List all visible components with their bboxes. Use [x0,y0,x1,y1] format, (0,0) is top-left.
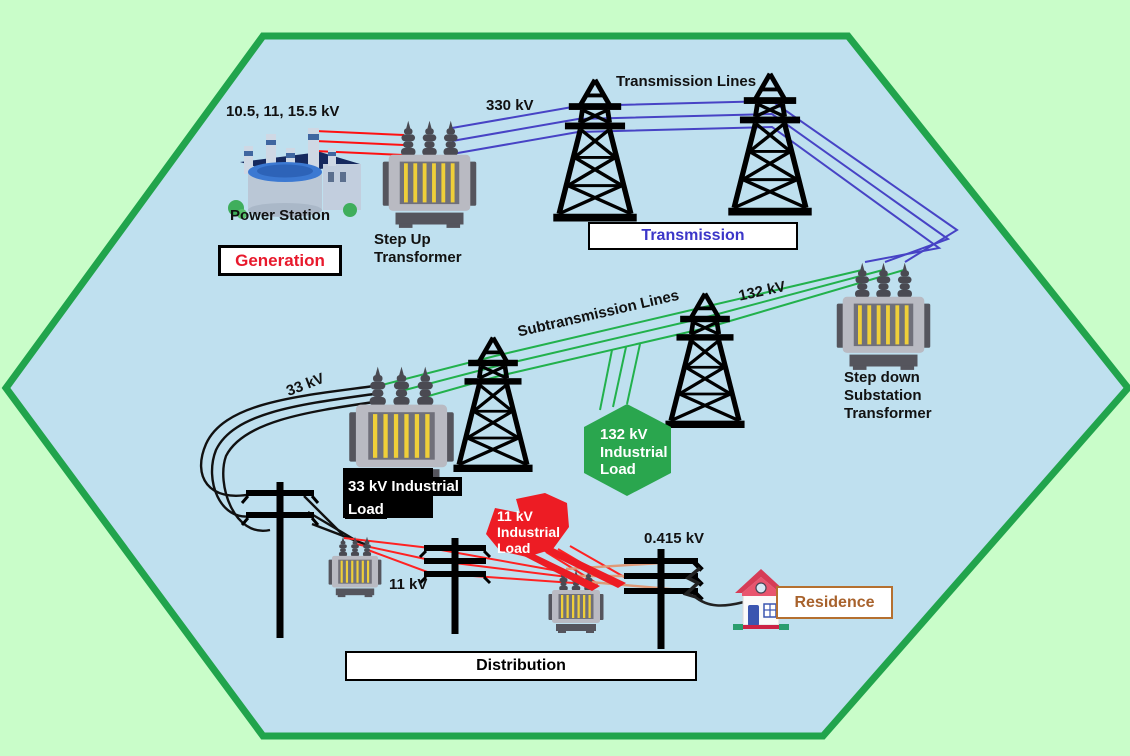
residence-box: Residence [776,586,893,619]
voltage-0415kv-label: 0.415 kV [644,530,705,547]
power-station-icon [228,128,361,219]
service-drop-wire [682,566,745,607]
subtransmission-lines-132kv [377,269,905,411]
industrial-load-33kv-line1: 33 kV Industrial [345,477,462,496]
industrial-load-132kv-label: 132 kV Industrial Load [600,426,668,478]
transmission-lines-label: Transmission Lines [616,73,757,90]
voltage-11kv-label: 11 kV [389,576,428,593]
generation-stage-box: Generation [218,245,342,276]
transmission-stage-box: Transmission [588,222,798,250]
distribution-pole-icon [240,482,320,638]
industrial-load-11kv-label: 11 kV Industrial Load [497,508,561,556]
distribution-pole-icon [418,538,492,634]
generation-voltage-label: 10.5, 11, 15.5 kV [226,103,340,120]
service-pole-icon [624,549,704,649]
lines-33kv [199,384,375,547]
house-icon [733,569,789,630]
industrial-load-11kv-shape [486,493,626,591]
voltage-330kv-label: 330 kV [486,97,534,114]
industrial-load-132kv-shape [584,404,671,496]
industrial-load-33kv-line2: Load [345,500,387,519]
step-up-transformer-label: Step Up Transformer [374,231,462,266]
power-station-label: Power Station [230,207,331,224]
distribution-stage-box: Distribution [345,651,697,681]
step-down-transformer-label: Step down Substation Transformer [844,369,932,422]
